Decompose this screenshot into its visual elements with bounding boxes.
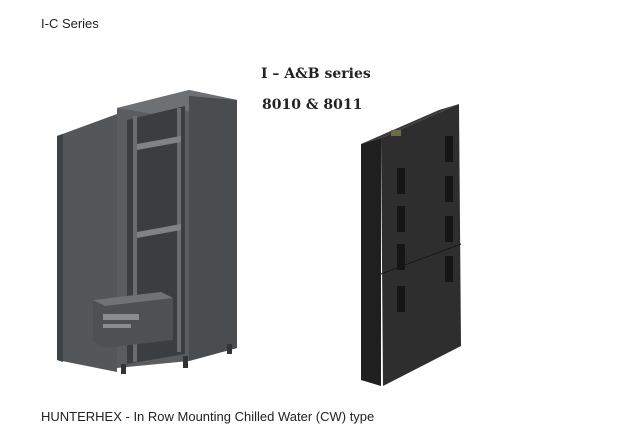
top-caption: I-C Series [41, 16, 99, 31]
bottom-caption: HUNTERHEX - In Row Mounting Chilled Wate… [41, 409, 375, 424]
tall-unit-illustration [361, 104, 462, 386]
series-models-label: 8010 & 8011 [262, 97, 363, 113]
product-image [57, 90, 462, 386]
open-cabinet-illustration [57, 90, 237, 374]
series-title-label: I – A&B series [261, 66, 371, 82]
